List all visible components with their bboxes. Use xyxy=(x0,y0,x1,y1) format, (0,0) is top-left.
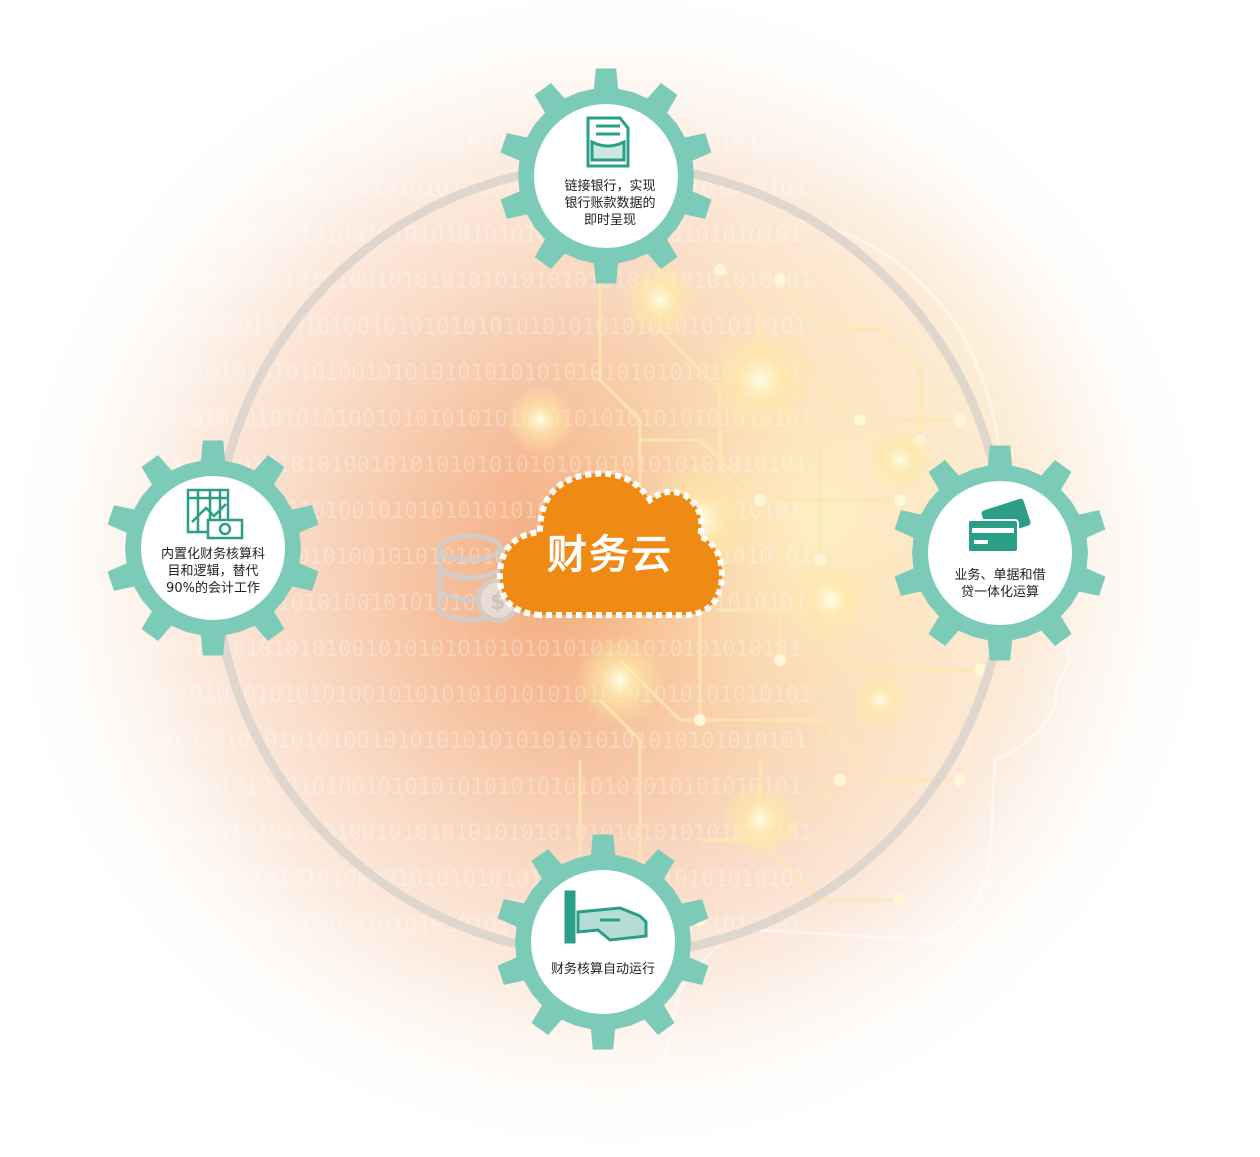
cloud-shape xyxy=(496,470,726,618)
svg-text:101010101010101001010101010101: 1010101010101010010101010101010101010101… xyxy=(150,407,812,432)
document-icon xyxy=(586,116,630,168)
right-node-text: 业务、单据和借 贷一体化运算 xyxy=(954,568,1046,600)
left-gear xyxy=(107,440,319,656)
svg-text:101010101010101001010101010101: 1010101010101010010101010101010101010101… xyxy=(150,131,812,156)
bottom-node-text: 财务核算自动运行 xyxy=(550,962,655,977)
top-node-text: 链接银行，实现 银行账款数据的 即时呈现 xyxy=(564,179,656,228)
center-cloud-label: 财务云 xyxy=(547,532,673,578)
svg-text:010101010101010010101010101010: 0101010101010100101010101010101010101010… xyxy=(158,867,807,892)
top-gear xyxy=(500,68,712,284)
svg-text:101010101010101001010101010101: 1010101010101010010101010101010101010101… xyxy=(150,269,812,294)
head-silhouette xyxy=(648,218,1072,1121)
svg-text:101010101010100101010101010101: 1010101010101001010101010101010101010101… xyxy=(166,637,802,662)
hand-card-icon xyxy=(564,890,648,944)
svg-text:101010101010101001010101010101: 1010101010101010010101010101010101010101… xyxy=(150,683,812,708)
svg-text:101010101010100101010101010101: 1010101010101001010101010101010101010101… xyxy=(166,223,802,248)
credit-card-icon xyxy=(967,498,1031,553)
svg-text:010101010101010010101010101010: 0101010101010100101010101010101010101010… xyxy=(158,315,807,340)
svg-text:101010101010100101010101010101: 1010101010101001010101010101010101010101… xyxy=(166,775,802,800)
left-node-text: 内置化财务核算科 目和逻辑，替代 90%的会计工作 xyxy=(160,547,265,596)
svg-text:101010101010101001010101010101: 1010101010101010010101010101010101010101… xyxy=(150,821,812,846)
ledger-money-icon xyxy=(186,488,244,540)
